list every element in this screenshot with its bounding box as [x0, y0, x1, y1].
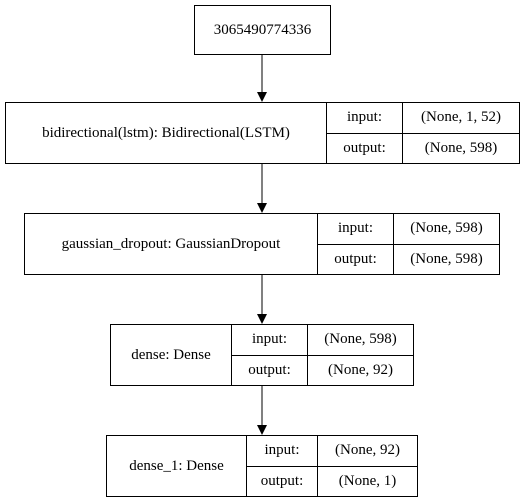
- output-shape: (None, 598): [424, 139, 498, 156]
- layer-dense-1: dense_1: Dense input: (None, 92) output:…: [106, 435, 418, 497]
- input-shape: (None, 598): [410, 220, 483, 237]
- layer-name: bidirectional(lstm): Bidirectional(LSTM): [6, 103, 327, 163]
- layer-gaussian-dropout: gaussian_dropout: GaussianDropout input:…: [24, 213, 500, 275]
- layer-bidirectional: bidirectional(lstm): Bidirectional(LSTM)…: [5, 102, 520, 164]
- layer-name: dense_1: Dense: [107, 436, 247, 496]
- input-shape: (None, 92): [335, 442, 400, 459]
- layer-name: dense: Dense: [111, 325, 232, 385]
- output-shape: (None, 1): [338, 472, 397, 489]
- input-shape: (None, 1, 52): [421, 109, 501, 126]
- output-label: output:: [232, 355, 308, 385]
- output-label: output:: [247, 466, 318, 496]
- input-label: input:: [232, 325, 308, 355]
- layer-name: gaussian_dropout: GaussianDropout: [25, 214, 318, 274]
- input-label: input:: [247, 436, 318, 466]
- output-shape: (None, 598): [410, 250, 483, 267]
- layer-dense: dense: Dense input: (None, 598) output: …: [110, 324, 414, 386]
- layer-io: input: (None, 598) output: (None, 92): [232, 325, 413, 385]
- input-label: input:: [318, 214, 394, 244]
- output-label: output:: [327, 133, 403, 163]
- output-label: output:: [318, 244, 394, 274]
- output-shape: (None, 92): [328, 361, 393, 378]
- input-node: 3065490774336: [194, 5, 331, 55]
- layer-io: input: (None, 598) output: (None, 598): [318, 214, 499, 274]
- input-label: input:: [327, 103, 403, 133]
- input-shape: (None, 598): [324, 331, 397, 348]
- layer-io: input: (None, 1, 52) output: (None, 598): [327, 103, 519, 163]
- input-node-label: 3065490774336: [213, 21, 312, 38]
- layer-io: input: (None, 92) output: (None, 1): [247, 436, 417, 496]
